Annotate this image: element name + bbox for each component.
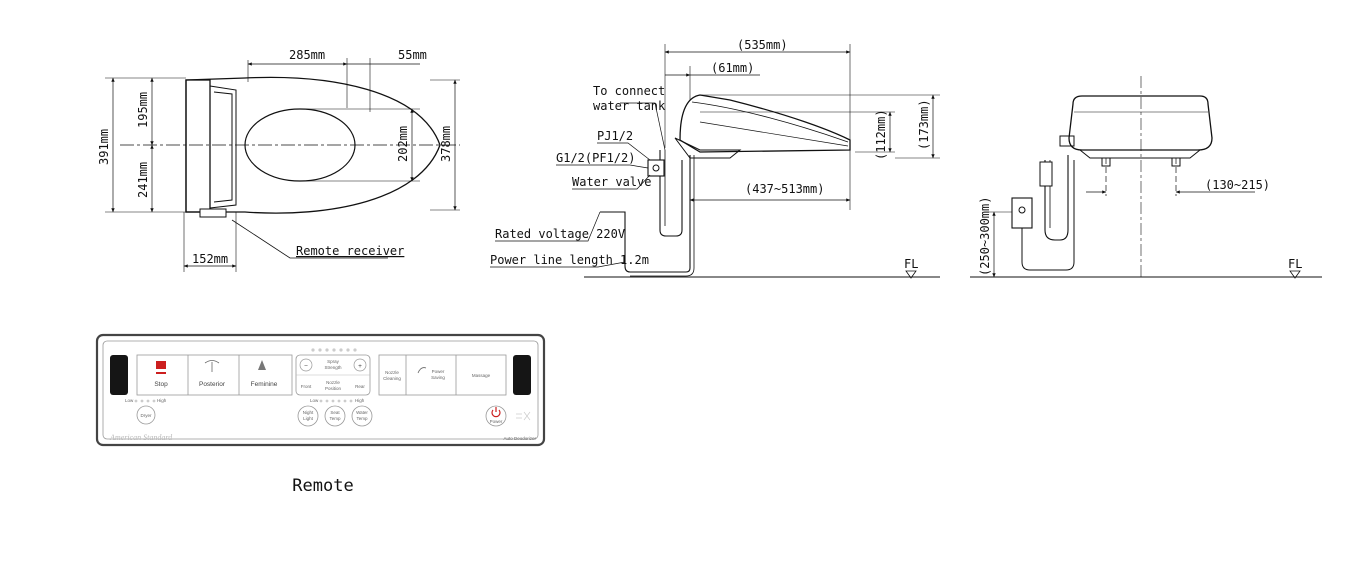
dryer-high-label: High xyxy=(157,398,167,403)
night-light-label-1[interactable]: Night xyxy=(303,410,314,415)
posterior-label[interactable]: Posterior xyxy=(199,381,226,388)
dim-61: (61mm) xyxy=(711,61,754,75)
dim-152: 152mm xyxy=(192,252,228,266)
seat-temp-label-2[interactable]: Temp xyxy=(329,416,341,421)
feminine-icon xyxy=(258,360,266,370)
dim-173: (173mm) xyxy=(917,99,931,150)
dryer-button[interactable] xyxy=(136,405,156,425)
cx-mark-icon xyxy=(516,411,531,421)
seat-temp-button[interactable] xyxy=(324,405,346,427)
dim-130-215: (130~215) xyxy=(1205,178,1270,192)
left-sensor-window xyxy=(110,355,128,395)
feminine-label[interactable]: Feminine xyxy=(251,381,278,388)
spray-plus-button[interactable] xyxy=(353,358,367,372)
nozzle-cleaning-label-1[interactable]: Nozzle xyxy=(385,370,399,375)
dryer-low-label: Low xyxy=(125,398,134,403)
temp-low-label: Low xyxy=(310,398,319,403)
power-icon xyxy=(491,407,501,418)
temp-high-label: High xyxy=(355,398,365,403)
dim-285: 285mm xyxy=(289,48,325,62)
fl-label-rear: FL xyxy=(1288,257,1302,271)
dim-250-300: (250~300mm) xyxy=(978,197,992,276)
nozzle-position-label-1: Nozzle xyxy=(326,380,340,385)
posterior-icon xyxy=(204,360,220,372)
night-light-button[interactable] xyxy=(297,405,319,427)
side-view xyxy=(490,44,940,279)
power-button[interactable] xyxy=(485,405,507,427)
night-light-label-2[interactable]: Light xyxy=(303,416,314,421)
water-temp-button[interactable] xyxy=(351,405,373,427)
water-temp-label-2[interactable]: Temp xyxy=(356,416,368,421)
stop-icon xyxy=(156,361,166,369)
spray-label-2: Strength xyxy=(324,365,342,370)
dim-378: 378mm xyxy=(439,126,453,162)
water-temp-label-1[interactable]: Water xyxy=(356,410,368,415)
pj-label: PJ1/2 xyxy=(597,129,633,143)
dim-391: 391mm xyxy=(97,129,111,165)
power-saving-label-2[interactable]: Saving xyxy=(431,375,445,380)
power-saving-label-1[interactable]: Power xyxy=(432,369,445,374)
g-thread-label: G1/2(PF1/2) xyxy=(556,151,635,165)
auto-deodorizer-label: Auto Deodorizer xyxy=(503,436,536,441)
dim-535: (535mm) xyxy=(737,38,788,52)
rear-view xyxy=(970,76,1322,280)
remote-receiver-label: Remote receiver xyxy=(296,244,404,258)
dim-195: 195mm xyxy=(136,92,150,128)
remote-control xyxy=(95,333,546,447)
water-tank-label: water tank xyxy=(593,99,666,113)
spray-minus-label[interactable]: − xyxy=(304,363,308,370)
right-sensor-window xyxy=(513,355,531,395)
seat-temp-label-1[interactable]: Seat xyxy=(330,410,340,415)
dim-55: 55mm xyxy=(398,48,427,62)
top-view xyxy=(105,58,460,272)
to-connect-label: To connect xyxy=(593,84,665,98)
leaf-icon xyxy=(417,367,427,374)
spray-label-1: Spray xyxy=(327,359,340,364)
nozzle-cleaning-label-2[interactable]: Cleaning xyxy=(383,376,401,381)
power-label[interactable]: Power xyxy=(490,419,503,424)
spray-minus-button[interactable] xyxy=(299,358,313,372)
brand-logo: American Standard xyxy=(109,433,173,442)
dim-241: 241mm xyxy=(136,162,150,198)
massage-label[interactable]: Massage xyxy=(472,373,491,378)
dim-202: 202mm xyxy=(396,126,410,162)
dim-112: (112mm) xyxy=(874,109,888,160)
remote-caption: Remote xyxy=(292,476,353,496)
nozzle-position-label-2: Position xyxy=(325,386,342,391)
spray-plus-label[interactable]: + xyxy=(358,363,362,370)
rear-button[interactable]: Rear xyxy=(355,384,365,389)
stop-label[interactable]: Stop xyxy=(154,381,168,388)
power-line-label: Power line length 1.2m xyxy=(490,253,649,267)
dryer-label[interactable]: Dryer xyxy=(141,413,153,418)
front-button[interactable]: Front xyxy=(301,384,312,389)
fl-label-side: FL xyxy=(904,257,918,271)
water-valve-label: Water valve xyxy=(572,175,651,189)
rated-voltage-label: Rated voltage 220V xyxy=(495,227,625,241)
dim-437-513: (437~513mm) xyxy=(745,182,824,196)
